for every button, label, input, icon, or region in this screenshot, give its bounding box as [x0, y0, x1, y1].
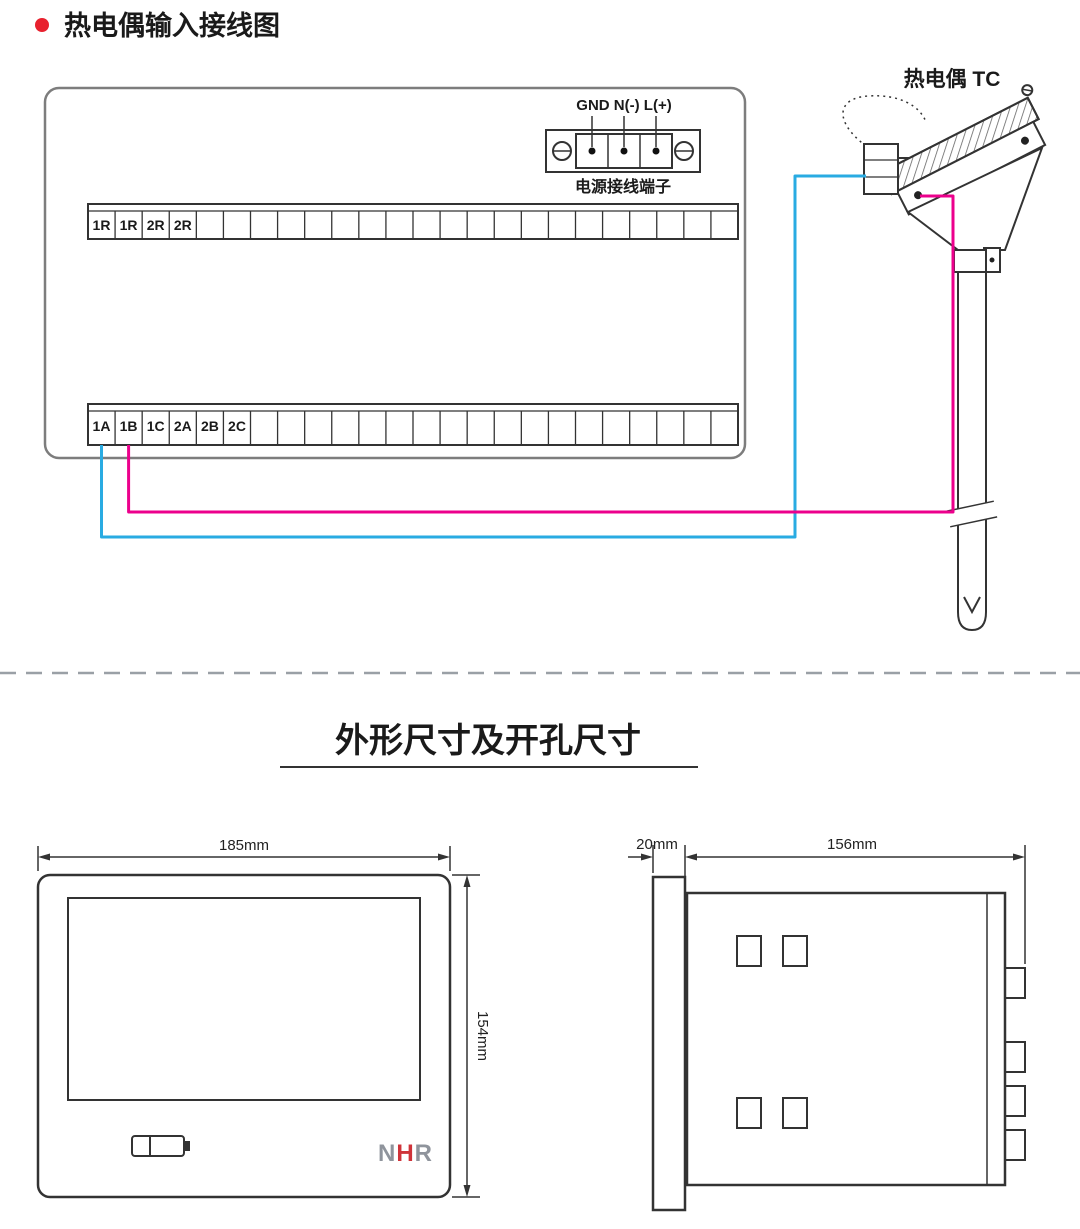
arrowhead-down-icon: [463, 1185, 471, 1197]
vent-square: [736, 1097, 762, 1129]
mount-clip: [1004, 1129, 1026, 1161]
brand-letter-n: N: [378, 1140, 396, 1167]
wire-blue: [100, 174, 866, 539]
terminal-label-2r-a: 2R: [147, 217, 165, 233]
case-body: [685, 891, 1007, 1187]
terminal-label-2c: 2C: [228, 418, 246, 434]
head-terminal-right-dot: [1020, 136, 1029, 145]
mount-clip: [1004, 1041, 1026, 1073]
terminal-dot-l: [652, 147, 660, 155]
panel-thickness-label: 20mm: [636, 836, 678, 853]
wire-pink: [127, 194, 955, 514]
vent-square: [782, 1097, 808, 1129]
terminal-label-1r-b: 1R: [120, 217, 138, 233]
sensor-body-funnel: [906, 146, 1044, 251]
wiring-section-header: 热电偶输入接线图: [35, 10, 280, 41]
sensor-label: 热电偶 TC: [904, 67, 1001, 91]
side-view: [651, 875, 1026, 1212]
recorder-outline: [43, 86, 747, 460]
mount-clip: [1004, 967, 1026, 999]
power-terminal-block: GND N(-) L(+) 电源接线端子: [545, 97, 701, 196]
arrowhead-right-icon: [438, 853, 450, 861]
probe-break-symbol: [946, 500, 998, 528]
break-gap: [946, 501, 998, 527]
arrowhead-left-icon: [685, 853, 697, 861]
front-height-dim: [452, 874, 480, 1198]
arrowhead-right-icon: [1013, 853, 1025, 861]
side-dims: [628, 845, 1026, 964]
power-terminal-caption: 电源接线端子: [575, 177, 671, 196]
wiring-section-title: 热电偶输入接线图: [64, 10, 280, 41]
terminal-label-2b: 2B: [201, 418, 219, 434]
mount-screw-left-icon: [552, 141, 572, 161]
vent-square: [782, 935, 808, 967]
front-view: [36, 873, 452, 1199]
brand-letter-h: H: [396, 1140, 414, 1167]
panel-flange: [651, 875, 687, 1212]
brand-logo: NHR: [378, 1140, 433, 1167]
terminal-label-1c: 1C: [147, 418, 165, 434]
terminal-label-2r-b: 2R: [174, 217, 192, 233]
mount-clip: [1004, 1085, 1026, 1117]
front-height-label: 154mm: [474, 1011, 491, 1061]
arrowhead-left-icon: [38, 853, 50, 861]
power-block-frame: [545, 129, 701, 173]
break-line: [950, 516, 998, 528]
battery-icon: [131, 1135, 190, 1157]
depth-label: 156mm: [827, 836, 877, 853]
mount-screw-right-icon: [674, 141, 694, 161]
terminal-dot-n: [620, 147, 628, 155]
side-screw-dot: [989, 257, 995, 263]
cap-screw-slot: [1022, 88, 1033, 92]
dimension-section-title: 外形尺寸及开孔尺寸: [335, 722, 641, 760]
brand-letter-r: R: [415, 1140, 433, 1167]
battery-nub: [184, 1141, 190, 1151]
connection-head: [879, 84, 1047, 216]
terminal-dot-gnd: [588, 147, 596, 155]
terminal-label-1b: 1B: [120, 418, 138, 434]
lower-terminal-strip: 1A 1B 1C 2A 2B 2C: [87, 403, 739, 446]
front-width-dim: [37, 846, 451, 871]
probe-tip-mark: [963, 596, 981, 615]
break-line: [946, 500, 994, 512]
thermocouple-drawing: [842, 84, 1047, 632]
hanging-chain-icon: [842, 95, 927, 147]
power-cells: [575, 133, 673, 169]
probe-sheath: [957, 271, 987, 632]
arrowhead-up-icon: [463, 875, 471, 887]
power-terminal-labels: GND N(-) L(+): [576, 97, 671, 114]
upper-terminal-strip: 1R 1R 2R 2R: [87, 203, 739, 240]
terminal-label-1r-a: 1R: [93, 217, 111, 233]
vent-square: [736, 935, 762, 967]
bullet-icon: [35, 18, 49, 32]
battery-body: [131, 1135, 185, 1157]
hex-nut: [863, 143, 899, 195]
front-width-label: 185mm: [219, 837, 269, 854]
terminal-label-1a: 1A: [93, 418, 111, 434]
front-case-outline: [36, 873, 452, 1199]
arrowhead-right-icon: [641, 853, 653, 861]
probe-neck: [953, 249, 987, 273]
front-screen: [67, 897, 421, 1101]
terminal-label-2a: 2A: [174, 418, 192, 434]
